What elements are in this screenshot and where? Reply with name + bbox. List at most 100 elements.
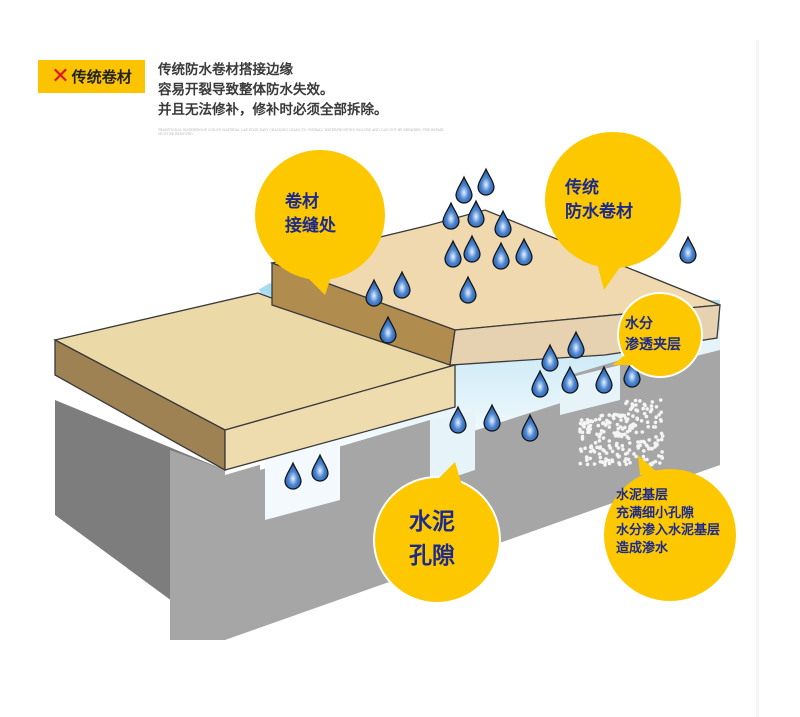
pore-dot [628,428,632,433]
pore-dot [654,405,659,409]
pore-dot [659,437,664,442]
callout-line: 传统 [565,178,599,198]
pore-dot [615,433,620,438]
pore-dot [610,458,614,462]
water-drop [477,167,495,196]
pore-dot [580,430,585,435]
pore-dot [620,427,625,431]
description-line: 并且无法修补，修补时必须全部拆除。 [158,102,388,118]
pore-dot [599,429,604,433]
pore-dot [638,443,642,447]
water-drop [463,234,481,263]
pore-dot [642,411,647,416]
pore-dot [607,425,612,429]
water-drop [379,315,397,344]
callout-line: 水分渗入水泥基层 [616,523,721,538]
callout-line: 接缝处 [285,216,336,236]
callout-line: 卷材 [285,192,319,212]
cross-icon: ✕ [51,63,70,89]
pore-dot [645,420,650,425]
water-drop [455,175,473,204]
pore-dot [593,440,598,445]
water-drop [623,359,641,388]
callout-membrane [545,132,681,290]
pore-dot [605,418,609,423]
pore-dot [588,456,592,461]
water-drop [284,461,302,490]
pore-dot [641,406,645,411]
pore-dot [598,455,603,460]
pore-dot [612,431,616,435]
pore-dot [586,430,590,435]
pore-dot [615,422,620,427]
pore-dot [617,454,621,459]
water-drop [494,209,512,238]
pore-dot [616,446,621,450]
pore-dot [632,424,636,428]
membrane-callout-text: 传统 防水卷材 [565,176,633,224]
pore-dot [636,440,640,444]
pore-dot [628,460,632,465]
callout-line: 水泥 [409,509,455,535]
pore-dot [630,405,634,410]
pore-dot [589,444,593,448]
pore-dot [634,430,639,435]
pore-dot [658,398,663,402]
pore-dot [649,404,654,408]
pore-dot [656,438,660,443]
pore-dot [633,398,638,403]
callout-interlayer [612,292,703,378]
callout-line: 造成渗水 [616,540,669,556]
pore-dot [583,446,587,451]
pore-dot [626,457,631,462]
pore-dot [580,434,585,439]
pore-dot [611,414,615,419]
pore-dot [643,403,647,408]
pore-dot [578,421,583,426]
pore-dot [595,445,599,450]
pore-dot [658,417,663,422]
description: 传统防水卷材搭接边缘 容易开裂导致整体防水失效。 并且无法修补，修补时必须全部拆… [158,60,388,120]
pore-dot [582,421,587,425]
pore-dot [614,443,619,448]
pore-dot [645,407,649,411]
cement-pores-callout-text: 水泥 孔隙 [409,505,455,573]
pore-dot [639,419,644,423]
pore-dot [654,415,658,420]
callout-line: 水分 [625,316,653,332]
pore-dot [650,400,655,404]
pore-dot [623,432,627,437]
water-drop [492,241,510,270]
pore-dot [592,462,597,466]
pore-dot [657,454,661,458]
pore-dot [617,414,622,419]
pore-dot [595,432,599,437]
water-drop [561,365,579,394]
water-drop [515,237,533,266]
pore-dot [647,438,651,442]
pore-dot [599,414,603,418]
pore-dot [622,413,626,418]
callout-line: 充满细小孔隙 [616,505,695,521]
pore-dot [603,423,608,427]
traditional-membrane-badge: ✕ 传统卷材 [38,60,145,93]
pore-dot [578,461,583,466]
pore-dot [620,443,625,448]
pore-dot [653,420,658,425]
pore-dot [630,402,635,406]
water-drop [365,278,383,307]
pore-dot [596,423,601,428]
pore-dot [598,459,603,464]
pore-dot [660,450,664,454]
water-drop [521,413,539,442]
description-line: 容易开裂导致整体防水失效。 [158,82,334,98]
pore-dot [625,417,630,422]
pore-dot [586,427,590,431]
water-drop [311,453,329,482]
description-line: 传统防水卷材搭接边缘 [158,62,293,78]
pore-dot [607,439,612,443]
pore-dots [578,398,665,467]
water-drop [467,199,485,228]
pore-dot [654,435,658,439]
